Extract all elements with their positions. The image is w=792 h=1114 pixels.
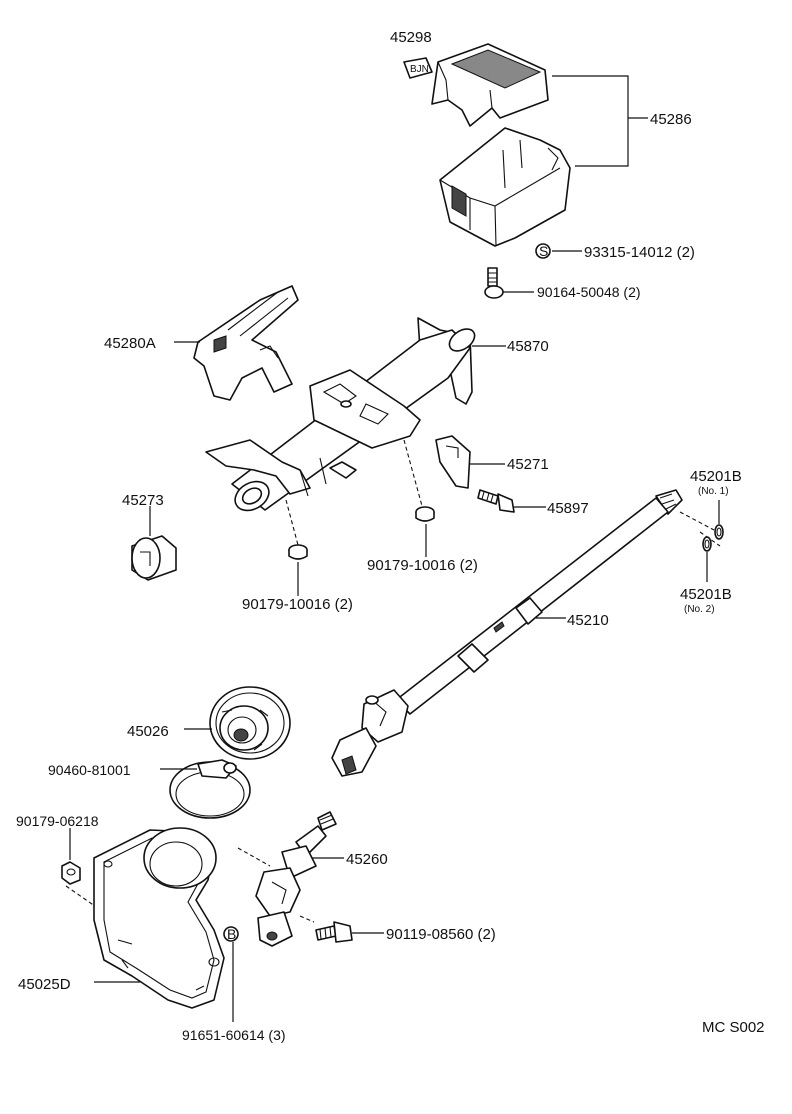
- part-45210-main-shaft: [331, 489, 683, 777]
- label-90179-10016-left: 90179-10016 (2): [242, 596, 353, 613]
- part-90460-81001-clamp: [169, 759, 251, 819]
- part-45271-plate: [435, 435, 471, 489]
- label-91651-60614: 91651-60614 (3): [182, 1027, 286, 1043]
- part-45286-lower-cover: [439, 127, 571, 247]
- label-90119-08560: 90119-08560 (2): [386, 926, 496, 943]
- label-45298: 45298: [390, 29, 432, 46]
- part-90179-06218-nut: [61, 861, 81, 885]
- part-45286-upper-cover: [431, 43, 549, 127]
- part-90119-08560-bolt: [315, 921, 353, 943]
- label-45201b-no1-note: (No. 1): [698, 486, 729, 497]
- label-90164-50048: 90164-50048 (2): [537, 284, 641, 300]
- label-45201b-no2-note: (No. 2): [684, 604, 715, 615]
- label-90179-10016-right: 90179-10016 (2): [367, 557, 478, 574]
- label-45280a: 45280A: [104, 335, 156, 352]
- label-45201b-no1: 45201B: [690, 468, 742, 485]
- part-45025d-seal-plate: [93, 827, 225, 1009]
- label-45025d: 45025D: [18, 976, 71, 993]
- label-45271: 45271: [507, 456, 549, 473]
- part-90179-10016-nut-right: [415, 506, 435, 522]
- label-45026: 45026: [127, 723, 169, 740]
- catalog-code: MC S002: [702, 1019, 765, 1036]
- part-45298-clip: BJN: [403, 57, 433, 79]
- part-90164-screw: [484, 267, 504, 299]
- label-45201b-no2: 45201B: [680, 586, 732, 603]
- part-45201b-no1-ring: [714, 524, 724, 540]
- s-marker-icon: [535, 243, 551, 259]
- marker-s: S: [539, 243, 548, 259]
- part-45870-column-assembly: [205, 317, 476, 512]
- marker-b: B: [227, 926, 236, 942]
- label-45870: 45870: [507, 338, 549, 355]
- b-marker-icon: [223, 926, 239, 942]
- label-45210: 45210: [567, 612, 609, 629]
- label-93315-14012: 93315-14012 (2): [584, 244, 695, 261]
- part-45260-intermediate-shaft: [255, 811, 337, 947]
- label-90179-06218: 90179-06218: [16, 813, 99, 829]
- clip-marking: BJN: [410, 64, 429, 75]
- part-90179-10016-nut-left: [288, 544, 308, 560]
- part-45897-pin: [477, 489, 515, 513]
- part-45026-grommet: [209, 686, 291, 760]
- part-45201b-no2-ring: [702, 536, 712, 552]
- label-90460-81001: 90460-81001: [48, 762, 131, 778]
- label-45260: 45260: [346, 851, 388, 868]
- label-45286: 45286: [650, 111, 692, 128]
- part-45280a-bracket: [193, 285, 299, 401]
- part-45273-bushing: [131, 535, 177, 581]
- label-45273: 45273: [122, 492, 164, 509]
- label-45897: 45897: [547, 500, 589, 517]
